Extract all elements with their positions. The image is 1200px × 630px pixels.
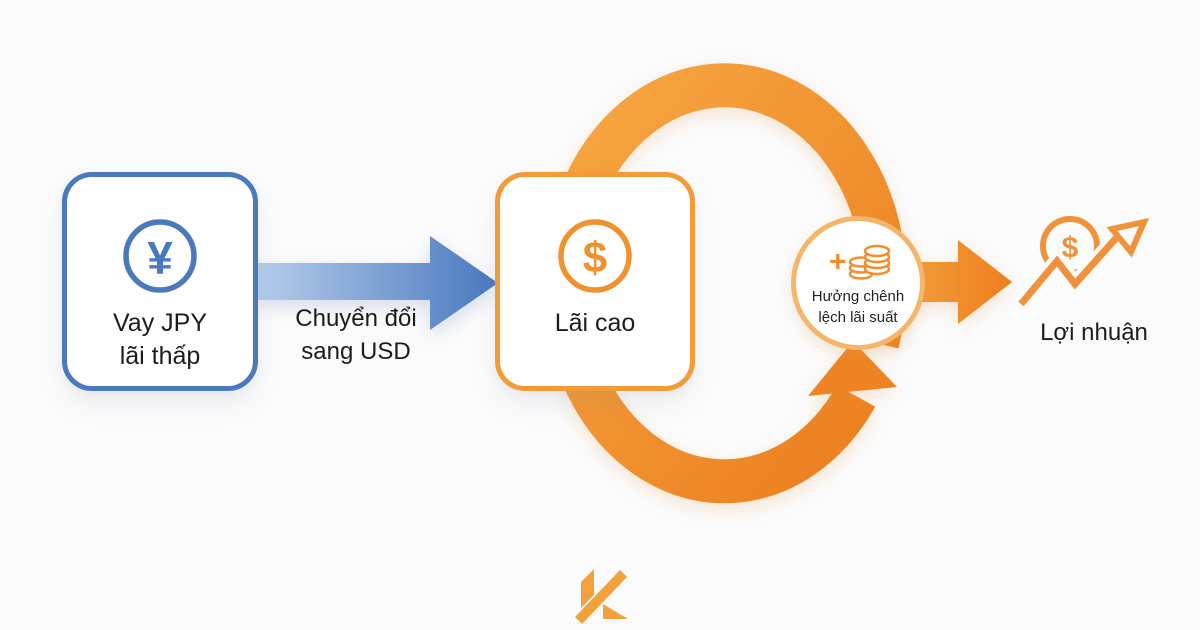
high-interest-label: Lãi cao <box>554 309 636 337</box>
convert-label: Chuyển đổi sang USD <box>295 305 417 365</box>
interest-spread-label: Hưởng chênh lệch lãi suất <box>811 287 905 326</box>
spread-to-profit-arrow-icon <box>915 240 1012 324</box>
borrow-jpy-box: ¥ Vay JPY lãi thấp <box>62 172 258 391</box>
profit-label: Lợi nhuận <box>1040 319 1148 346</box>
dollar-circle-icon: $ <box>558 219 632 293</box>
k-brand-logo-icon <box>575 569 628 624</box>
interest-spread-badge: + Hưởng chênh lệch lãi suất <box>791 216 925 350</box>
dollar-symbol: $ <box>583 234 607 283</box>
convert-arrow-icon <box>258 236 498 330</box>
profit-dollar-symbol: $ <box>1062 232 1079 265</box>
profit-chart-icon: $ <box>1014 216 1150 310</box>
high-interest-box: $ Lãi cao <box>495 172 695 391</box>
yen-symbol: ¥ <box>147 232 173 284</box>
plus-coins-icon: + <box>829 244 891 280</box>
plus-symbol: + <box>829 245 847 278</box>
borrow-jpy-label: Vay JPY lãi thấp <box>112 309 208 370</box>
yen-circle-icon: ¥ <box>123 219 197 293</box>
